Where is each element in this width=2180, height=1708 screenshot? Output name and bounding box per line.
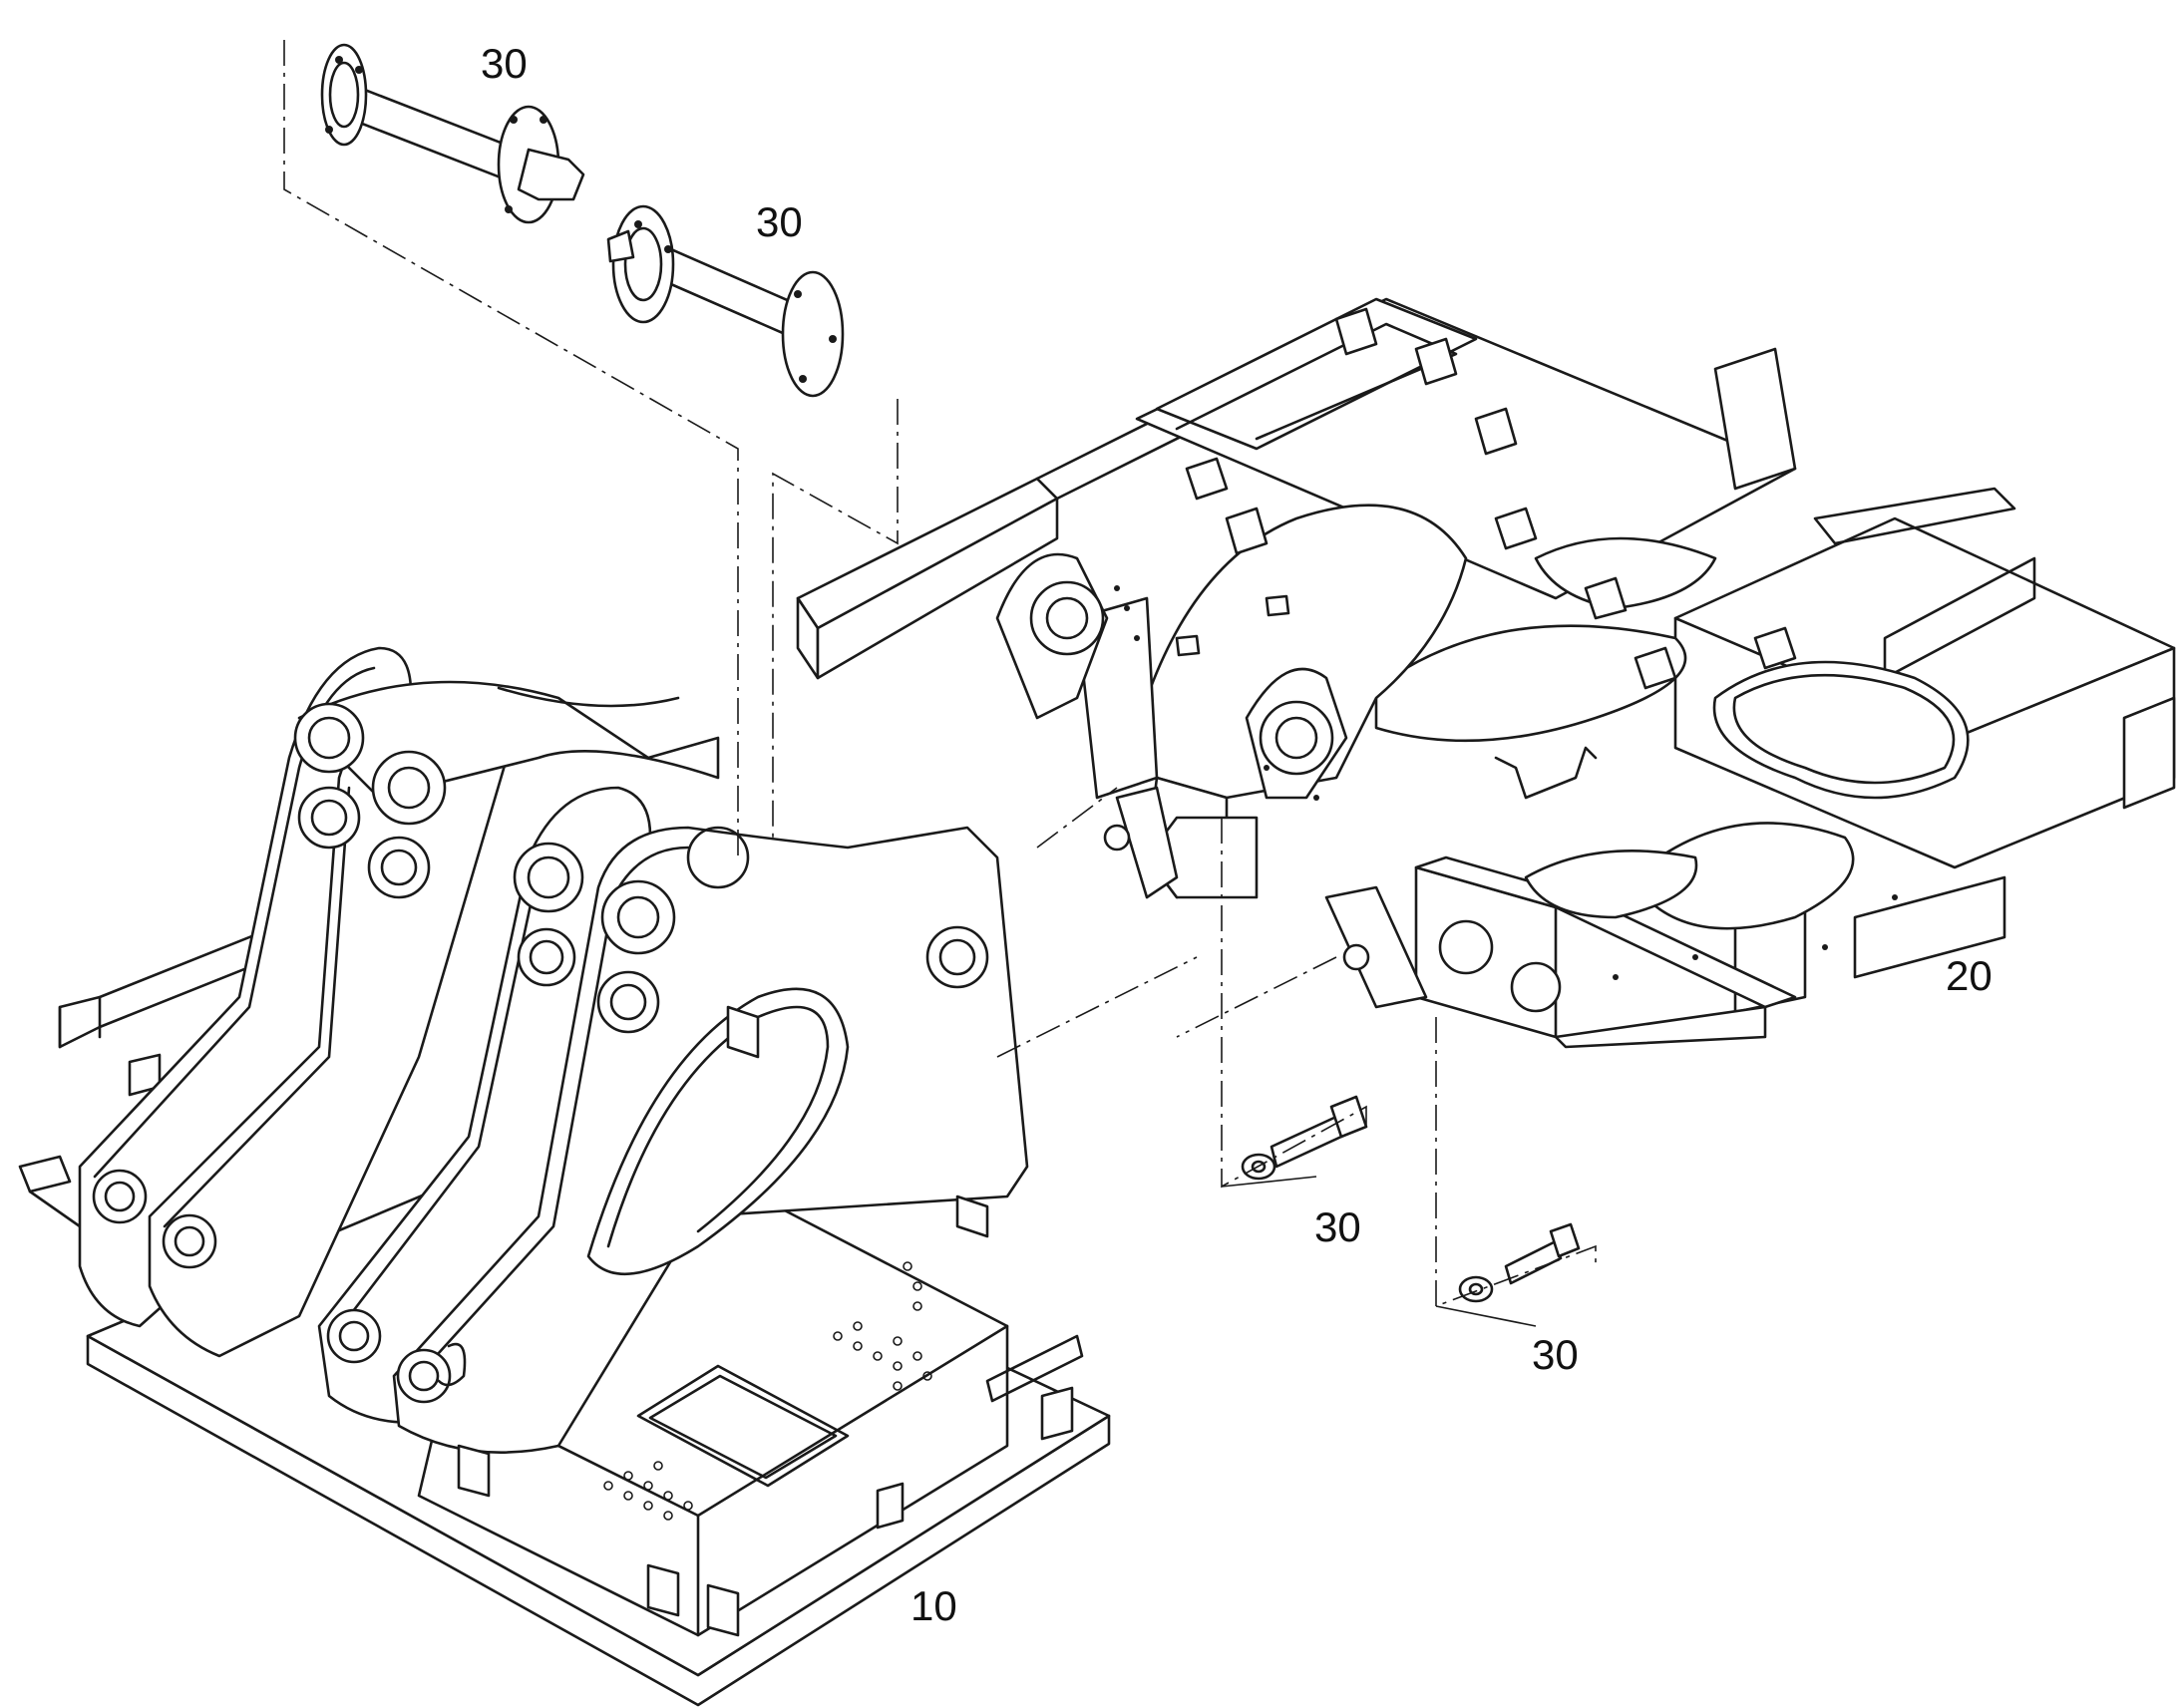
- callout-10-front-frame: 10: [910, 1582, 957, 1629]
- callout-30-upper-pin: 30: [481, 40, 528, 87]
- part-20-rear-frame: [796, 297, 2176, 1049]
- part-30-bolt-a: [1241, 1095, 1368, 1181]
- callout-30-bolt-b: 30: [1532, 1331, 1579, 1378]
- hole-pattern: [603, 1261, 932, 1521]
- part-30-bolt-b: [1458, 1222, 1581, 1303]
- part-30-lower-pin: [606, 204, 845, 398]
- callout-30-lower-pin: 30: [756, 198, 803, 245]
- callout-20-rear-frame: 20: [1946, 952, 1993, 999]
- frame-bushings: [92, 702, 989, 1404]
- part-30-upper-pin: [320, 43, 585, 224]
- exploded-view-leader-lines: [283, 40, 1597, 1327]
- part-10-front-frame: [18, 646, 1111, 1707]
- callout-30-bolt-a: 30: [1314, 1203, 1361, 1250]
